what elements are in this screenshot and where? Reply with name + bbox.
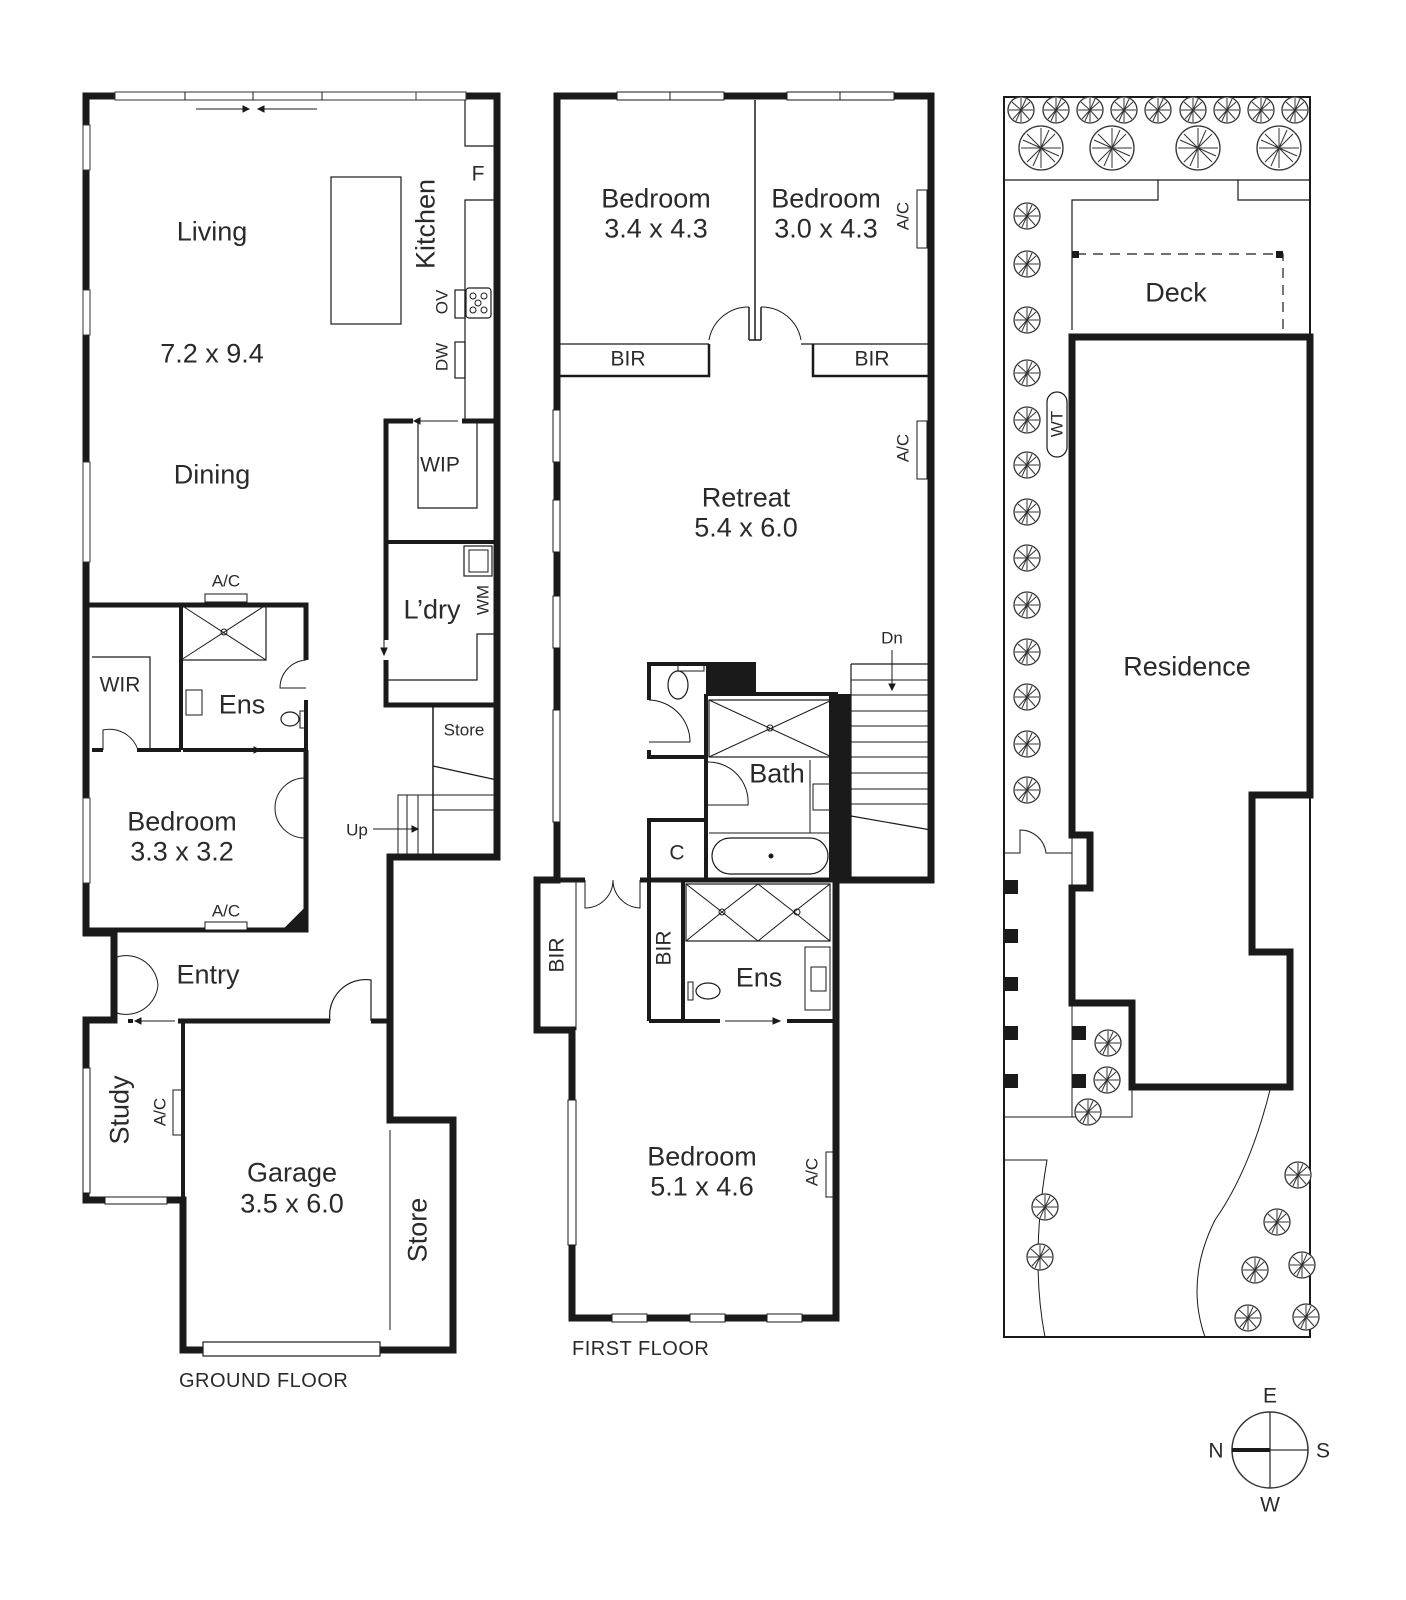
room-study-name: Study [104,1075,135,1145]
compass-north: N [1208,1439,1224,1463]
room-dining-name: Dining [173,459,251,490]
site-residence-label: Residence [1123,651,1251,682]
room-living-dims: 7.2 x 9.4 [160,338,264,369]
compass-east: E [1262,1384,1278,1408]
compass-rose [1231,1411,1309,1489]
washing-machine-label: WM [473,584,493,616]
room-cupboard-name: C [669,841,685,865]
site-plan [1003,96,1320,1338]
room-retreat-dims: 5.4 x 6.0 [694,512,798,543]
room-entry-name: Entry [176,959,240,990]
ac-bedroom-label: A/C [211,901,241,921]
site-deck-label: Deck [1145,277,1207,308]
room-bath-name: Bath [749,758,805,789]
ac-retreat-label: A/C [893,433,913,463]
room-bedroom-b-name: Bedroom [771,183,881,214]
room-garage-name: Garage [246,1157,338,1188]
first-floor-walls [533,91,935,1323]
ground-floor-title: GROUND FLOOR [179,1370,349,1392]
water-tank-label: WT [1047,410,1067,438]
room-ensuite-name: Ens [218,689,266,720]
first-floor-title: FIRST FLOOR [572,1338,710,1360]
dishwasher-label: DW [432,342,452,372]
room-kitchen-name: Kitchen [410,178,441,270]
compass-west: W [1260,1493,1280,1517]
room-bedroom-a-name: Bedroom [601,183,711,214]
room-bir-d-name: BIR [652,930,676,966]
room-bir-a-name: BIR [610,347,646,371]
room-bedroom-name: Bedroom [127,806,237,837]
oven-label: OV [432,289,452,315]
room-bedroom-b-dims: 3.0 x 4.3 [774,213,878,244]
room-wip-name: WIP [420,453,460,477]
room-garage-dims: 3.5 x 6.0 [240,1188,344,1219]
room-retreat-name: Retreat [701,482,791,513]
ac-bedroom-b-label: A/C [893,201,913,231]
stairs-down-label: Dn [881,628,903,648]
ac-study-label: A/C [150,1097,170,1127]
room-store-stair-name: Store [443,720,485,740]
room-bedroom-main-dims: 5.1 x 4.6 [650,1171,754,1202]
room-bir-b-name: BIR [854,347,890,371]
room-laundry-name: L’dry [403,594,461,625]
room-ensuite-ff-name: Ens [735,962,783,993]
compass-south: S [1315,1439,1331,1463]
room-bedroom-main-name: Bedroom [647,1141,757,1172]
fridge-label: F [471,162,485,186]
room-living-name: Living [176,216,248,247]
ac-ensuite-label: A/C [211,571,241,591]
room-bedroom-a-dims: 3.4 x 4.3 [604,213,708,244]
stairs-up-label: Up [346,820,368,840]
ground-floor-walls [82,91,501,1357]
room-store-garage-name: Store [402,1197,433,1263]
room-bir-c-name: BIR [545,937,569,973]
room-wir-name: WIR [99,673,141,697]
ac-bedroom-main-label: A/C [802,1157,822,1187]
room-bedroom-dims: 3.3 x 3.2 [130,836,234,867]
